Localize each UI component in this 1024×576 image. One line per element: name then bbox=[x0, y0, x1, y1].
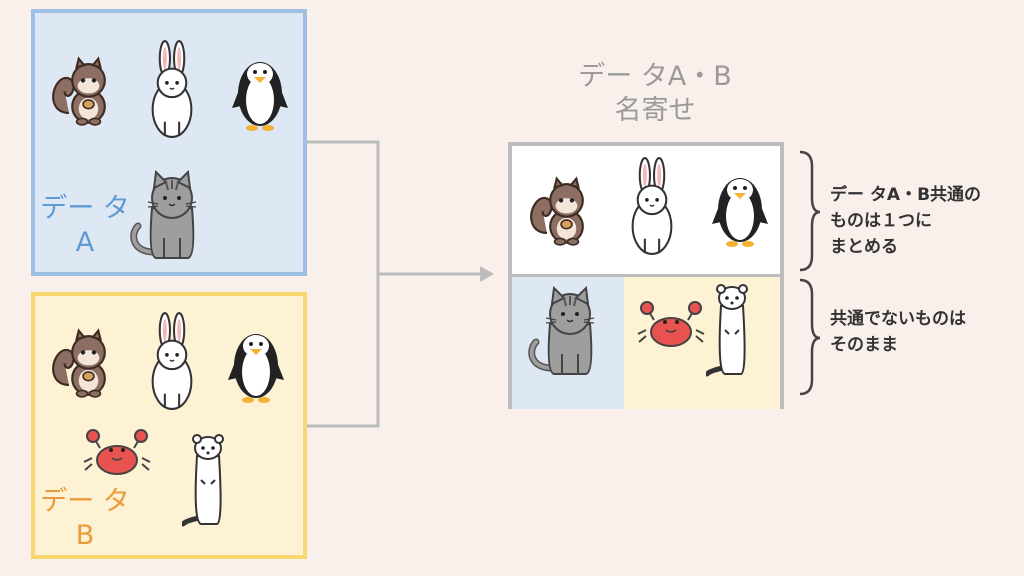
result-divider bbox=[512, 274, 780, 277]
note-common-line2: ものは１つに bbox=[830, 211, 932, 231]
data-b-label-line1: デー タ bbox=[40, 486, 130, 517]
ferret-icon bbox=[706, 278, 758, 378]
brace-unique-icon bbox=[799, 278, 821, 396]
connector-bracket bbox=[307, 140, 380, 428]
brace-common-icon bbox=[799, 150, 821, 272]
note-unique-line1: 共通でないものは bbox=[830, 309, 966, 329]
rabbit-icon bbox=[624, 155, 680, 257]
result-title: デー タA・B 名寄せ bbox=[540, 60, 770, 128]
note-common: デー タA・B共通の ものは１つに まとめる bbox=[830, 182, 981, 260]
cat-icon bbox=[522, 280, 606, 380]
note-common-line1: デー タA・B共通の bbox=[830, 185, 982, 205]
result-cell-data-b-only bbox=[624, 276, 780, 409]
result-title-line2: 名寄せ bbox=[614, 95, 696, 126]
result-title-line1: デー タA・B bbox=[578, 61, 732, 92]
data-a-label-line1: デー タ bbox=[40, 193, 130, 224]
data-b-label: デー タ B bbox=[40, 485, 130, 553]
data-a-label: デー タ A bbox=[40, 192, 130, 260]
note-unique: 共通でないものは そのまま bbox=[830, 306, 966, 358]
crab-icon bbox=[636, 300, 706, 350]
note-common-line3: まとめる bbox=[830, 237, 898, 257]
data-a-label-line2: A bbox=[75, 227, 95, 258]
arrow-head-icon bbox=[480, 266, 494, 282]
data-b-label-line2: B bbox=[75, 520, 95, 551]
squirrel-icon bbox=[526, 170, 594, 246]
note-unique-line2: そのまま bbox=[830, 335, 898, 355]
penguin-icon bbox=[708, 160, 772, 250]
